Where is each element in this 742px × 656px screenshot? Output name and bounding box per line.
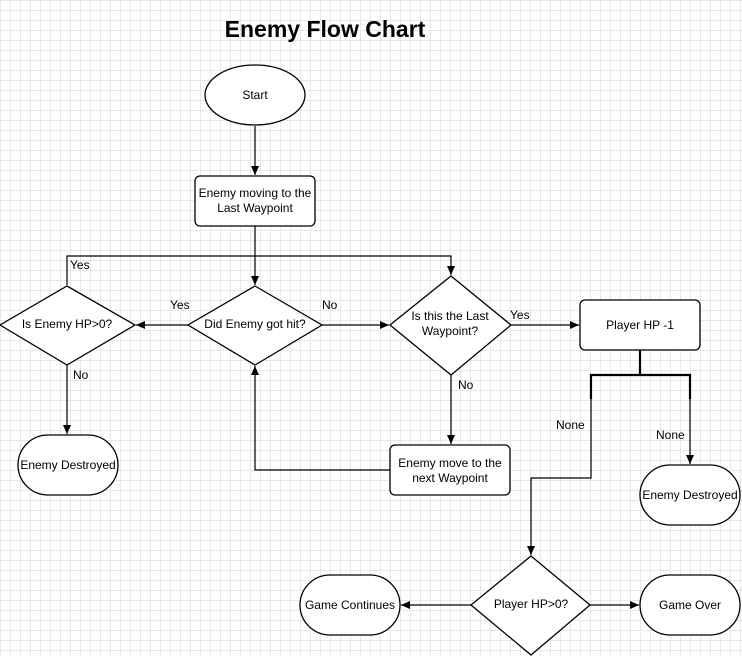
enemy-move-next-label-1: Enemy move to the	[398, 456, 502, 470]
did-enemy-get-hit-label: Did Enemy got hit?	[204, 317, 306, 331]
game-continues-terminal	[299, 574, 401, 636]
edge-label-yes-hit: Yes	[170, 298, 190, 312]
edge-label-yes-last: Yes	[510, 308, 530, 322]
game-over-terminal	[639, 574, 741, 636]
enemy-moving-label-1: Enemy moving to the	[199, 186, 312, 200]
enemy-move-next-box	[389, 444, 511, 496]
edge-label-no-last: No	[458, 378, 474, 392]
did-enemy-get-hit-decision	[186, 285, 324, 366]
game-over-label: Game Over	[659, 598, 721, 612]
game-continues-label: Game Continues	[305, 598, 395, 612]
enemy-moving-label-2: Last Waypoint	[217, 201, 293, 215]
last-waypoint-label-1: Is this the Last	[411, 309, 489, 323]
bracket-bar	[589, 373, 692, 399]
edge-label-yes-top: Yes	[70, 258, 90, 272]
edge-move-next-to-got-hit	[251, 366, 390, 471]
last-waypoint-label-2: Waypoint?	[422, 324, 479, 338]
enemy-destroyed-left-terminal	[17, 434, 119, 496]
enemy-destroyed-left-label: Enemy Destroyed	[20, 458, 115, 472]
start-label: Start	[242, 88, 268, 102]
edge-label-none-left: None	[556, 418, 585, 432]
edge-enemy-hp-yes-loop	[66, 255, 455, 285]
start-node	[204, 64, 306, 126]
player-hp-check-label: Player HP>0?	[494, 597, 569, 611]
edge-label-no-hit: No	[322, 298, 338, 312]
enemy-destroyed-right-terminal	[639, 464, 741, 526]
enemy-hp-decision	[0, 285, 137, 366]
player-hp-minus-box	[579, 299, 701, 351]
enemy-move-next-label-2: next Waypoint	[412, 471, 488, 485]
enemy-destroyed-right-label: Enemy Destroyed	[642, 488, 737, 502]
enemy-moving-box	[194, 175, 316, 227]
edge-label-no-enemy-hp: No	[73, 368, 89, 382]
diagram-title: Enemy Flow Chart	[225, 16, 426, 42]
enemy-hp-label: Is Enemy HP>0?	[22, 317, 113, 331]
player-hp-check-decision	[469, 555, 592, 656]
last-waypoint-decision	[388, 275, 513, 376]
player-hp-minus-label: Player HP -1	[606, 318, 674, 332]
edge-label-none-right: None	[656, 428, 685, 442]
edge-none-left	[527, 399, 592, 555]
